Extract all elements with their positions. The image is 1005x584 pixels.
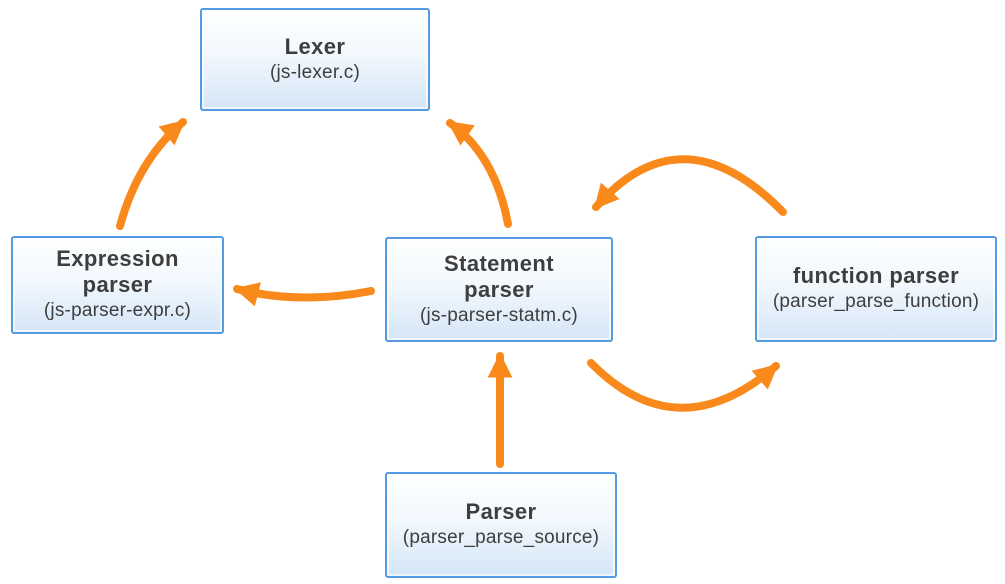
- node-expression-parser-subtitle: (js-parser-expr.c): [43, 300, 192, 322]
- node-parser-subtitle: (parser_parse_source): [402, 527, 600, 549]
- node-statement-parser-title: Statement parser: [444, 250, 554, 302]
- arrow-statement-parser-to-lexer: [446, 119, 512, 228]
- arrow-statement-parser-to-function-parser: [587, 359, 780, 412]
- node-lexer: Lexer (js-lexer.c): [200, 8, 430, 111]
- node-lexer-title: Lexer: [284, 33, 346, 59]
- node-lexer-subtitle: (js-lexer.c): [269, 61, 360, 83]
- arrow-statement-parser-to-expression-parser: [233, 282, 375, 307]
- node-expression-parser: Expression parser (js-parser-expr.c): [11, 236, 224, 334]
- node-function-parser: function parser (parser_parse_function): [755, 236, 997, 342]
- node-parser-title: Parser: [465, 499, 537, 525]
- node-parser: Parser (parser_parse_source): [385, 472, 617, 578]
- arrow-function-parser-to-statement-parser: [592, 155, 787, 216]
- node-function-parser-title: function parser: [792, 263, 960, 289]
- node-function-parser-subtitle: (parser_parse_function): [772, 291, 980, 313]
- arrow-expression-parser-to-lexer: [116, 118, 187, 230]
- node-statement-parser: Statement parser (js-parser-statm.c): [385, 237, 613, 342]
- node-statement-parser-subtitle: (js-parser-statm.c): [420, 304, 578, 326]
- node-expression-parser-title: Expression parser: [56, 246, 179, 298]
